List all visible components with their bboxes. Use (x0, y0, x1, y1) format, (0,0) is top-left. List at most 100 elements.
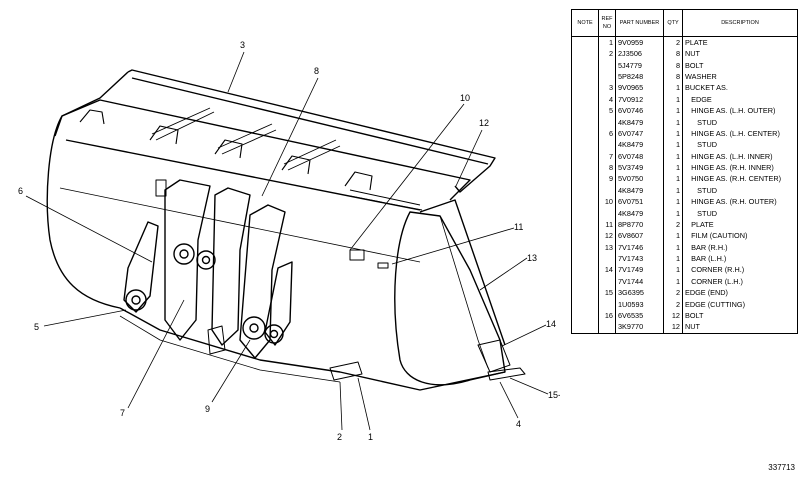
cell-qty: 1 (663, 196, 683, 208)
cell-ref (598, 71, 616, 83)
cell-qty: 1 (663, 139, 683, 151)
cell-part: 7V0912 (615, 93, 664, 106)
cell-qty: 1 (663, 93, 683, 106)
cell-desc: HINGE AS. (L.H. OUTER) (682, 105, 798, 117)
cell-part: 4K8479 (615, 116, 664, 129)
id-plate (377, 262, 389, 269)
cell-part: 2J3506 (615, 48, 664, 60)
cell-desc: BOLT (682, 310, 798, 322)
cell-note (571, 82, 599, 94)
cell-desc: HINGE AS. (L.H. CENTER) (682, 128, 798, 140)
cell-part: 4K8479 (615, 184, 664, 197)
cell-ref: 3 (598, 82, 616, 94)
cell-ref: 12 (598, 230, 616, 242)
hinge-assembly-left-center (164, 179, 211, 341)
cell-note (571, 310, 599, 322)
cell-part: 5P8248 (615, 71, 664, 83)
cell-desc: STUD (682, 207, 798, 220)
cell-part: 7V1746 (615, 241, 664, 254)
callout-4: 4 (516, 419, 521, 429)
header-note: NOTE (571, 9, 599, 37)
cutting-edge (119, 307, 506, 391)
cell-desc: HINGE AS. (L.H. INNER) (682, 150, 798, 163)
cell-qty: 2 (663, 36, 683, 49)
cell-desc: FILM (CAUTION) (682, 230, 798, 242)
callout-12: 12 (479, 118, 489, 128)
cell-note (571, 253, 599, 265)
cell-part: 7V1744 (615, 275, 664, 288)
cell-note (571, 264, 599, 276)
cell-note (571, 298, 599, 311)
cell-note (571, 48, 599, 60)
cell-ref: 11 (598, 219, 616, 231)
cell-qty: 1 (663, 253, 683, 265)
cell-ref (598, 139, 616, 151)
cell-desc: BOLT (682, 59, 798, 72)
cell-note (571, 241, 599, 254)
cell-desc: CORNER (R.H.) (682, 264, 798, 276)
cell-desc: WASHER (682, 71, 798, 83)
cell-note (571, 150, 599, 163)
header-description: DESCRIPTION (682, 9, 798, 37)
cell-desc: EDGE (END) (682, 287, 798, 299)
cell-part: 6V0751 (615, 196, 664, 208)
callout-9: 9 (205, 404, 210, 414)
cell-ref: 15 (598, 287, 616, 299)
cell-note (571, 162, 599, 174)
top-mounting-lugs (79, 109, 373, 191)
cell-part: 6V0746 (615, 105, 664, 117)
cell-note (571, 184, 599, 197)
cell-desc: HINGE AS. (R.H. OUTER) (682, 196, 798, 208)
cell-ref: 14 (598, 264, 616, 276)
cell-note (571, 321, 599, 335)
cell-ref: 1 (598, 36, 616, 49)
cell-qty: 12 (663, 310, 683, 322)
cell-qty: 1 (663, 230, 683, 242)
cell-qty: 2 (663, 287, 683, 299)
cell-ref: 16 (598, 310, 616, 322)
callout-7: 7 (120, 408, 125, 418)
cell-qty: 1 (663, 162, 683, 174)
parts-list-table: NOTE REF NO PART NUMBER QTY DESCRIPTION … (571, 9, 798, 335)
cell-part: 6V0748 (615, 150, 664, 163)
header-qty: QTY (663, 9, 683, 37)
cell-qty: 2 (663, 219, 683, 231)
cell-desc: BUCKET AS. (682, 82, 798, 94)
caution-film (349, 249, 365, 261)
cell-note (571, 287, 599, 299)
callout-1: 1 (368, 432, 373, 442)
cell-note (571, 219, 599, 231)
cell-part: 6V8607 (615, 230, 664, 242)
cell-note (571, 36, 599, 49)
cell-qty: 8 (663, 71, 683, 83)
bucket-left-profile (46, 115, 121, 309)
cell-note (571, 93, 599, 106)
cell-qty: 1 (663, 82, 683, 94)
cell-qty: 1 (663, 150, 683, 163)
cell-note (571, 230, 599, 242)
cell-ref: 5 (598, 105, 616, 117)
cell-desc: STUD (682, 184, 798, 197)
cell-qty: 1 (663, 116, 683, 129)
cell-ref (598, 275, 616, 288)
cell-qty: 2 (663, 298, 683, 311)
cell-desc: PLATE (682, 219, 798, 231)
cell-part: 6V0747 (615, 128, 664, 140)
